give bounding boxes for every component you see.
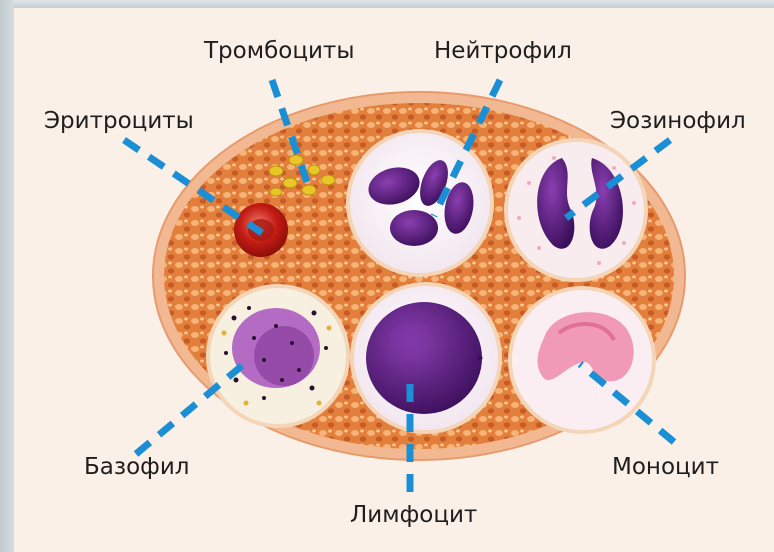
- window-left-strip: [0, 0, 14, 552]
- label-monocyte: Моноцит: [612, 454, 719, 480]
- neutrophil-cell: [348, 131, 492, 275]
- window-top-strip: [0, 0, 774, 8]
- label-neutrophil: Нейтрофил: [434, 38, 572, 64]
- monocyte-cell: [510, 288, 654, 432]
- diagram-panel: Тромбоциты Нейтрофил Эритроциты Эозинофи…: [14, 8, 774, 552]
- lymphocyte-cell: [352, 284, 500, 432]
- label-erythrocytes: Эритроциты: [44, 108, 194, 134]
- eosinophil-cell: [506, 140, 646, 280]
- label-eosinophil: Эозинофил: [610, 108, 746, 134]
- label-lymphocyte: Лимфоцит: [350, 502, 477, 528]
- label-basophil: Базофил: [84, 454, 190, 480]
- label-platelets: Тромбоциты: [204, 38, 355, 64]
- basophil-cell: [208, 286, 348, 426]
